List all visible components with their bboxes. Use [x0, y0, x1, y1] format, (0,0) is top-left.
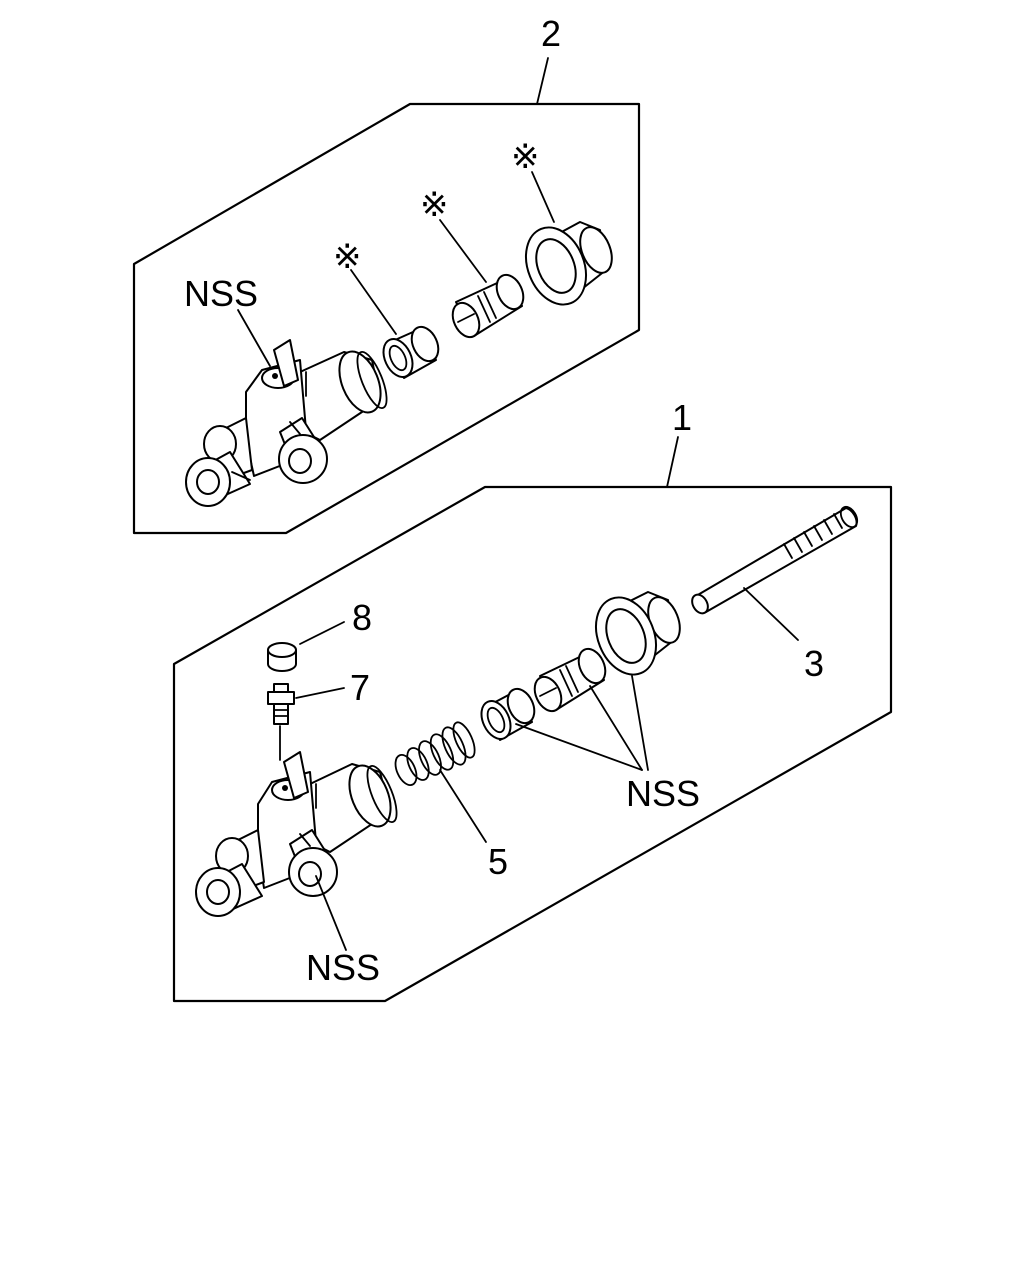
star-leader-a [350, 269, 397, 335]
item-7-leader [295, 687, 345, 699]
star-leader-c [531, 171, 555, 223]
cylinder-body-1 [195, 751, 398, 917]
cap-8 [267, 642, 297, 672]
boot-2 [525, 221, 613, 306]
piston-2 [451, 273, 525, 339]
spring-5 [394, 721, 476, 786]
item-5-leader [439, 769, 487, 843]
assembly-1-group: 1 8 7 [172, 397, 893, 1003]
assembly-1-label: 1 [672, 397, 692, 438]
nss-label-body: NSS [306, 947, 380, 988]
nss-leader-2 [237, 309, 271, 367]
star-label-b: ※ [420, 185, 449, 225]
assembly-1-frame [172, 485, 893, 1003]
boot-1 [595, 591, 681, 676]
item-8-leader [299, 621, 345, 645]
cylinder-body-2 [185, 339, 388, 507]
nss-leaders-group [515, 675, 649, 771]
item-3-leader [743, 587, 799, 641]
seal-cup-2 [382, 325, 440, 379]
star-label-a: ※ [333, 237, 362, 277]
nss-label-2: NSS [184, 273, 258, 314]
assembly-2-label: 2 [541, 13, 561, 54]
bleeder-screw-7 [267, 683, 295, 761]
nss-leader-body [315, 875, 347, 951]
push-rod-3 [691, 505, 859, 615]
piston-1 [533, 647, 607, 713]
seal-cup-1 [480, 687, 536, 741]
item-3-label: 3 [804, 643, 824, 684]
assembly-2-leader [536, 57, 549, 105]
item-8-label: 8 [352, 597, 372, 638]
star-label-c: ※ [511, 137, 540, 177]
assembly-2-frame [132, 102, 641, 535]
nss-label-group: NSS [626, 773, 700, 814]
assembly-1-leader [666, 436, 679, 488]
assembly-2-group: 2 NSS [132, 13, 641, 535]
star-leader-b [439, 219, 487, 283]
item-7-label: 7 [350, 667, 370, 708]
item-5-label: 5 [488, 841, 508, 882]
